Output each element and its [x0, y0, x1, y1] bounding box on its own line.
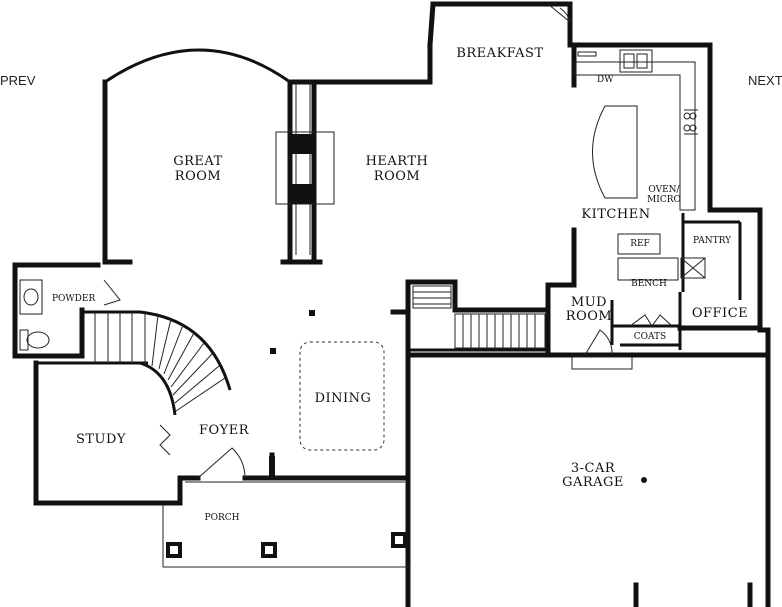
room-label-kitchen: KITCHEN [581, 207, 650, 222]
room-label-great-room-line1: GREAT [173, 154, 223, 169]
room-label-hearth-room-line2: ROOM [374, 169, 420, 184]
room-label-office: OFFICE [692, 306, 748, 321]
kitchen-fixtures [574, 49, 706, 281]
room-label-foyer: FOYER [199, 423, 250, 438]
label-ref: REF [630, 239, 650, 249]
fireplace [275, 131, 335, 205]
doors [103, 3, 673, 479]
room-label-dining: DINING [315, 391, 372, 406]
room-label-hearth-room-line1: HEARTH [366, 154, 429, 169]
room-label-mud-room-line1: MUD [571, 295, 607, 310]
prev-link[interactable]: PREV [0, 73, 36, 88]
label-oven-micro-line2: MICRO [647, 195, 681, 205]
main-staircase [82, 310, 232, 416]
room-label-garage-line2: GARAGE [562, 475, 624, 490]
label-porch: PORCH [205, 513, 240, 523]
label-dw: DW [597, 75, 614, 85]
label-oven-micro-line1: OVEN/ [648, 185, 680, 195]
room-label-breakfast: BREAKFAST [456, 46, 543, 61]
room-label-great-room-line2: ROOM [175, 169, 221, 184]
walls [12, 1, 771, 607]
columns [166, 310, 647, 558]
label-powder: POWDER [52, 294, 95, 304]
label-bench: BENCH [631, 279, 667, 289]
room-label-garage-line1: 3-CAR [571, 461, 616, 476]
label-coats: COATS [634, 332, 666, 342]
next-link[interactable]: NEXT [748, 73, 782, 88]
dining-area-outline [299, 341, 385, 451]
label-pantry: PANTRY [693, 236, 732, 246]
room-label-mud-room-line2: ROOM [566, 309, 612, 324]
room-label-study: STUDY [76, 432, 126, 447]
garage-stairs [412, 285, 546, 349]
powder-fixtures [19, 279, 50, 351]
